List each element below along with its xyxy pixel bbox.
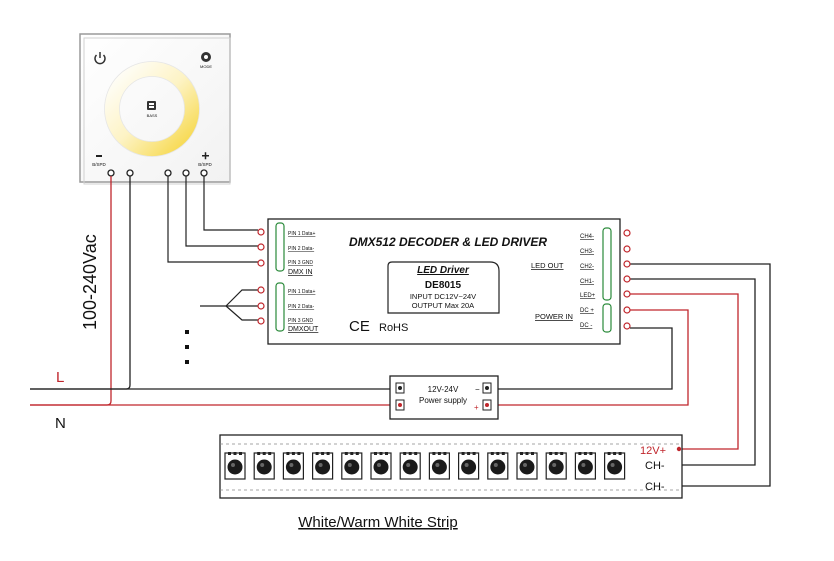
led-chip	[603, 452, 626, 480]
supply-voltage-label: 100-240Vac	[80, 234, 100, 330]
led-chip	[282, 452, 304, 480]
led-chip	[399, 452, 421, 480]
minus-label: B/SPD	[92, 162, 106, 167]
channel-led-plus: LED+	[580, 293, 596, 299]
led-strip: 12V+ CH- CH-	[219, 434, 683, 499]
strip-pins	[676, 446, 682, 452]
dmx-in-pins	[257, 228, 265, 267]
strip-ch2-label: CH-	[645, 481, 665, 493]
led-chip	[574, 452, 597, 480]
dc-plus-label: DC +	[580, 308, 594, 314]
psu-label: Power supply	[419, 396, 467, 405]
dmx-in-pin3: PIN 3 GND	[288, 260, 313, 266]
channel-ch1: CH1-	[580, 279, 594, 285]
plus-icon[interactable]	[202, 152, 209, 160]
dmx-in-pin1: PIN 1 Data+	[288, 231, 315, 237]
dmx-out-pin3: PIN 3 GND	[288, 318, 313, 324]
mode-icon[interactable]	[201, 52, 211, 62]
bass-label: BASS	[147, 113, 158, 118]
input-spec: INPUT DC12V~24V	[410, 292, 476, 301]
led-driver-badge	[387, 261, 500, 314]
led-chip	[312, 452, 334, 480]
wall-panel: MODE BASS B/SPD B/SPD	[79, 33, 231, 185]
channel-ch4: CH4-	[580, 234, 594, 240]
plus-label: B/SPD	[198, 162, 212, 167]
dc-minus-label: DC -	[580, 323, 592, 329]
power-in-terminal	[602, 303, 612, 333]
led-out-terminal	[602, 227, 612, 301]
dmx-out-pin1: PIN 1 Data+	[288, 289, 315, 295]
led-chip	[341, 452, 363, 480]
strip-ch1-label: CH-	[645, 460, 665, 472]
led-chip	[458, 452, 480, 480]
wires	[30, 176, 771, 487]
led-chip	[516, 452, 538, 480]
rohs-mark: RoHS	[379, 322, 408, 334]
led-chip	[224, 452, 246, 480]
dmx-out-label: DMXOUT	[288, 326, 319, 333]
power-in-label: POWER IN	[535, 312, 573, 321]
minus-icon[interactable]	[96, 155, 102, 157]
power-supply: 12V-24V Power supply − +	[389, 375, 499, 420]
led-chip	[545, 452, 567, 480]
dmx-in-label: DMX IN	[288, 269, 313, 276]
dmx-out-pins	[257, 286, 265, 325]
continuation-dots	[185, 330, 189, 364]
dmx-in-terminal	[275, 222, 285, 272]
led-chips	[224, 452, 626, 480]
power-icon[interactable]	[94, 52, 106, 65]
led-out-label: LED OUT	[531, 261, 564, 270]
output-spec: OUTPUT Max 20A	[412, 301, 474, 310]
channel-ch2: CH2-	[580, 264, 594, 270]
channel-ch3: CH3-	[580, 249, 594, 255]
line-n-label: N	[55, 415, 66, 432]
bass-icon[interactable]	[147, 101, 156, 110]
psu-plus: +	[474, 403, 479, 412]
strip-title: White/Warm White Strip	[298, 514, 457, 531]
power-in-pins	[623, 306, 631, 330]
mode-label: MODE	[200, 64, 212, 69]
ce-mark: CE	[349, 318, 370, 335]
dmx-out-pin2: PIN 2 Data-	[288, 304, 314, 310]
dmx-in-pin2: PIN 2 Data-	[288, 246, 314, 252]
badge-title: LED Driver	[417, 265, 470, 276]
psu-voltage: 12V-24V	[428, 385, 459, 394]
led-chip	[370, 452, 392, 480]
model-number: DE8015	[425, 280, 462, 291]
led-chip	[487, 452, 509, 480]
led-out-pins	[623, 229, 631, 298]
led-chip	[253, 452, 275, 480]
strip-vplus-label: 12V+	[640, 445, 666, 457]
psu-minus: −	[475, 385, 480, 394]
led-chip	[428, 452, 450, 480]
dmx-out-terminal	[275, 282, 285, 332]
touch-ring[interactable]	[104, 61, 200, 157]
line-l-label: L	[56, 369, 64, 386]
decoder-unit: DMX512 DECODER & LED DRIVER PIN 1 Data+ …	[257, 218, 631, 345]
decoder-title: DMX512 DECODER & LED DRIVER	[349, 235, 547, 249]
